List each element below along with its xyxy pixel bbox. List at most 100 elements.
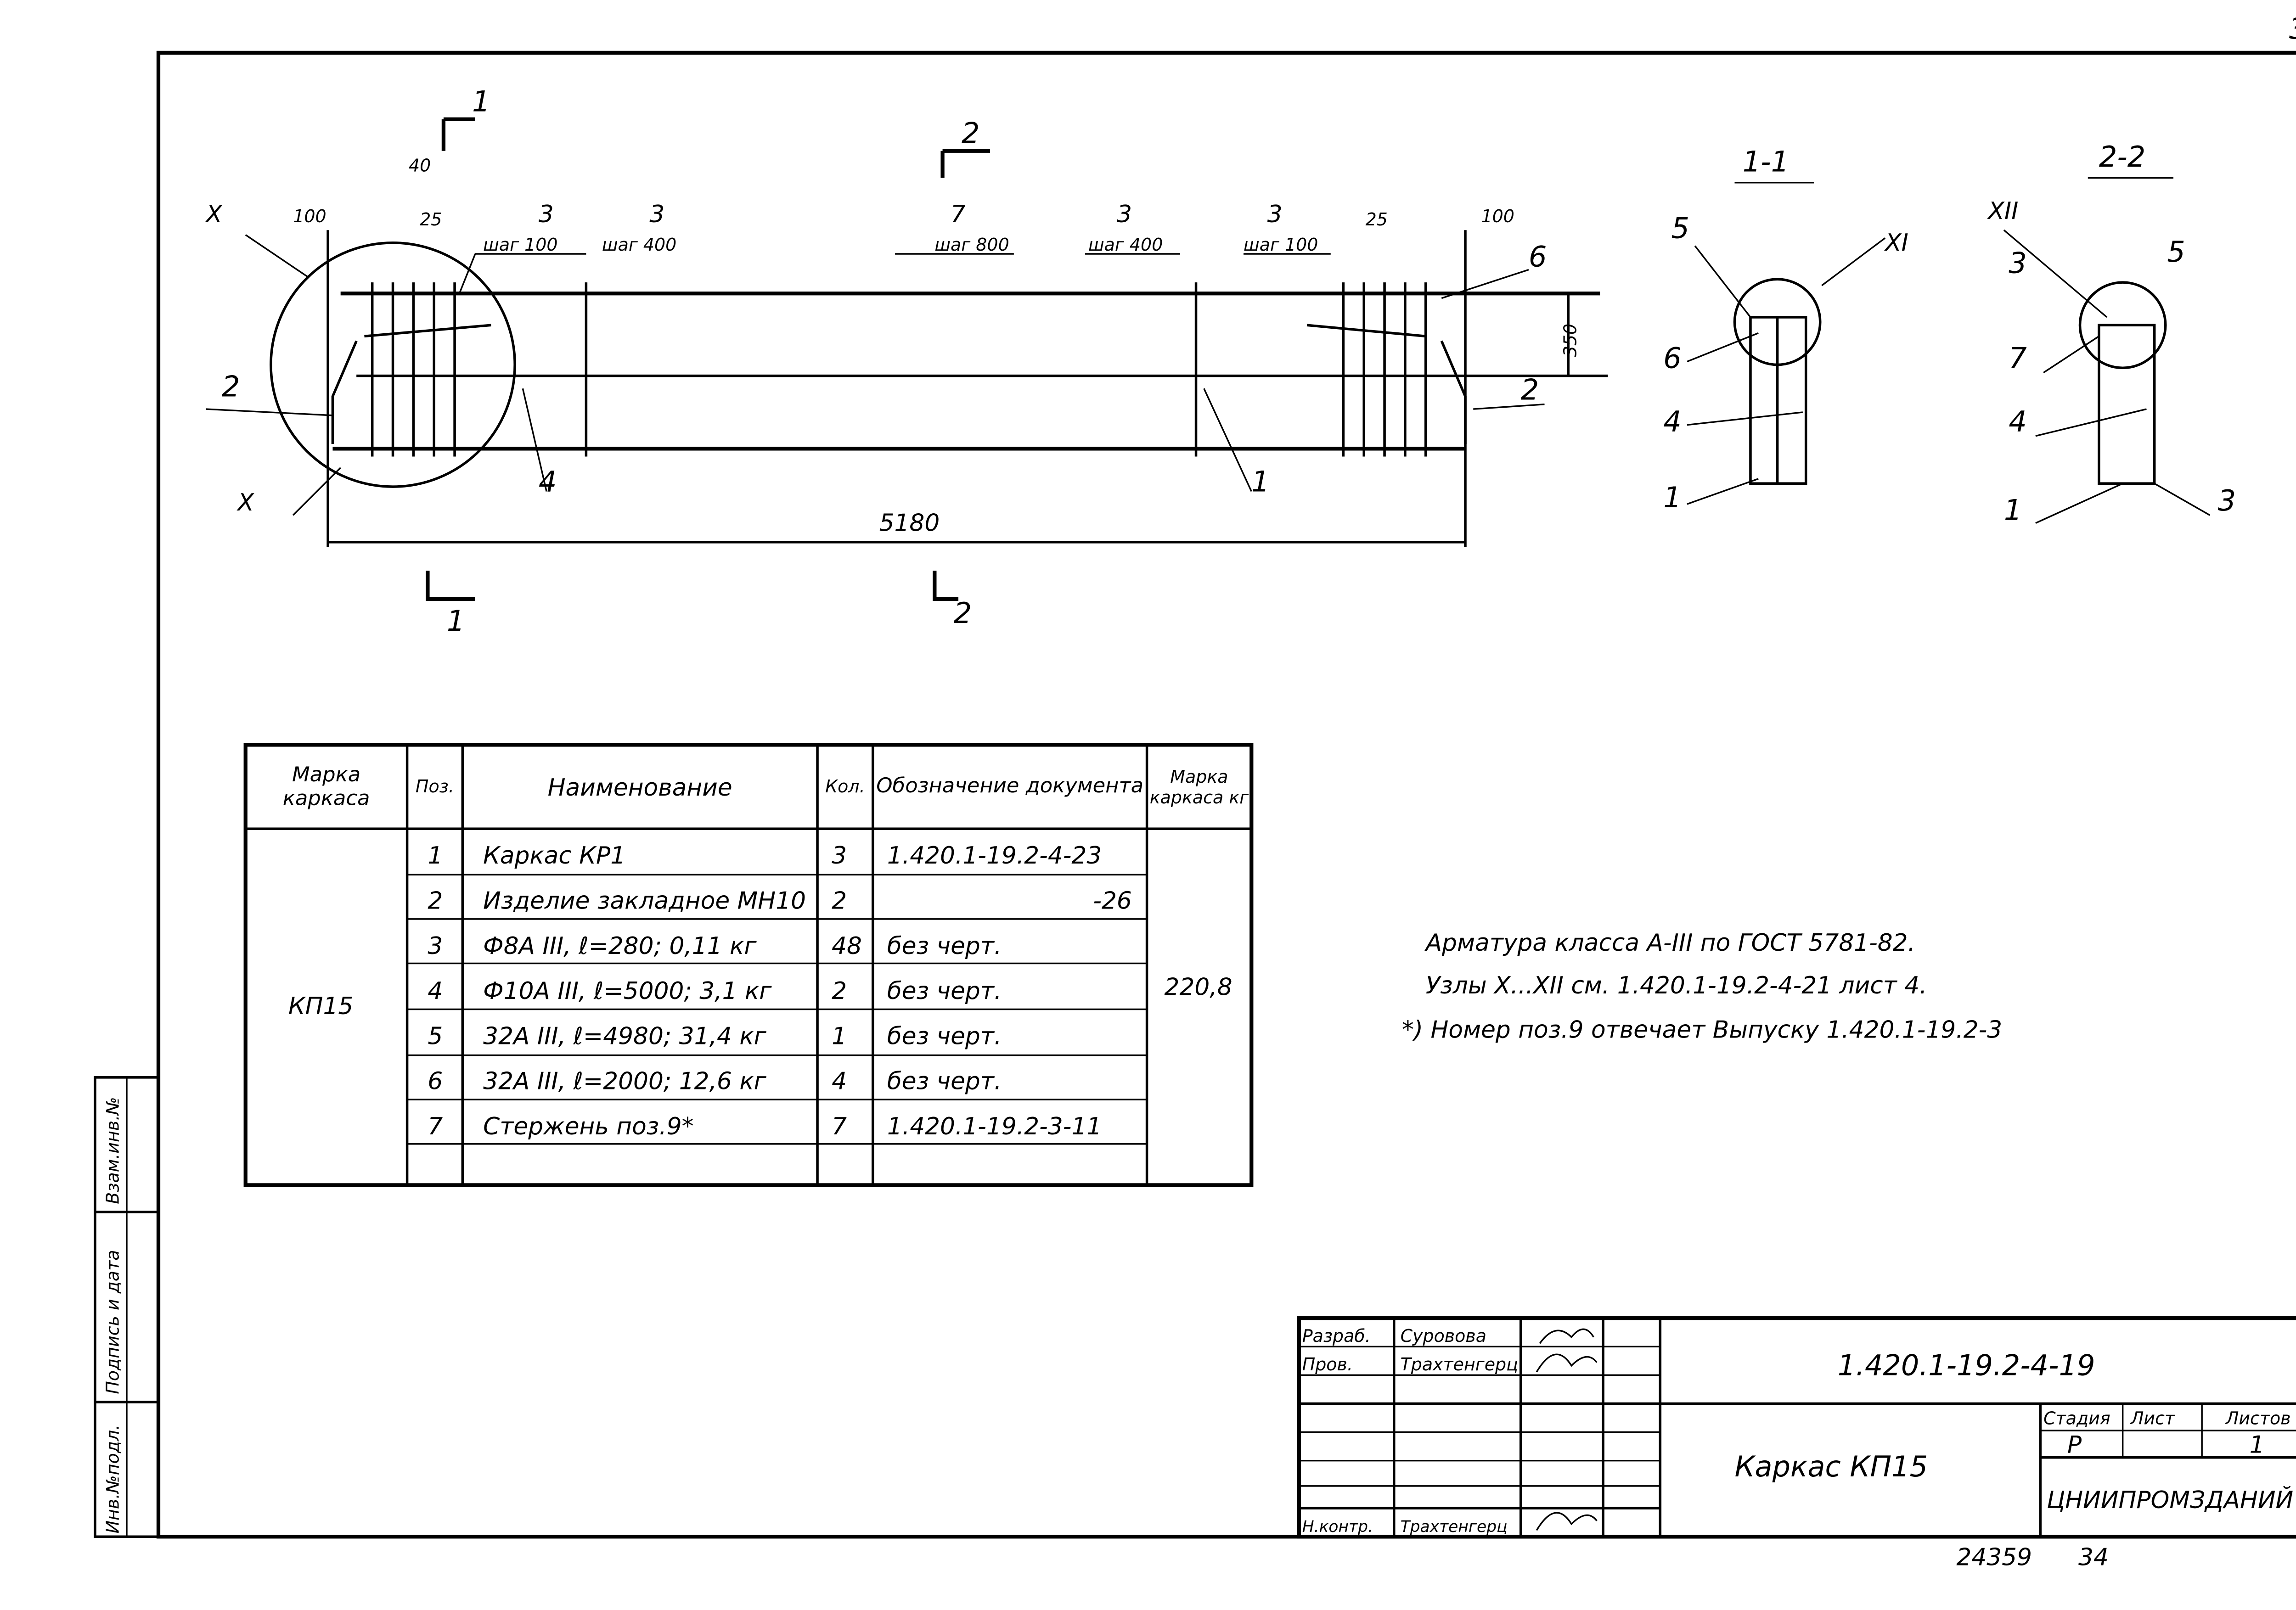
callout-pos: 3	[649, 201, 664, 228]
node-label: XI	[1884, 229, 1908, 257]
note-1: Арматура класса А-III по ГОСТ 5781-82.	[1424, 929, 1915, 957]
section-mark-2-bottom: 2	[954, 596, 972, 630]
row-doc: без черт.	[887, 1068, 1002, 1095]
header-pos: Поз.	[415, 776, 454, 797]
header-mark: Марка каркаса	[282, 763, 370, 811]
label: 4	[2009, 404, 2027, 438]
row-doc: без черт.	[887, 977, 1002, 1005]
name-developer: Суровова	[1401, 1326, 1486, 1346]
callout-pos: 7	[951, 201, 966, 228]
footer-num: 34	[2078, 1543, 2109, 1571]
row-name: Стержень поз.9*	[483, 1113, 693, 1140]
row-pos: 5	[428, 1022, 443, 1050]
dim-100-right: 100	[1481, 206, 1514, 226]
note-2: Узлы X...XII см. 1.420.1-19.2-4-21 лист …	[1426, 972, 1927, 999]
row-name: Ф8А III, ℓ=280; 0,11 кг	[483, 932, 757, 960]
row-doc: без черт.	[887, 932, 1002, 960]
stamp-podpis: Подпись и дата	[103, 1250, 123, 1394]
role-developer: Разраб.	[1302, 1326, 1371, 1346]
row-doc: 1.420.1-19.2-3-11	[887, 1113, 1102, 1140]
label: 6	[1663, 341, 1681, 375]
row-qty: 2	[832, 977, 847, 1005]
row-pos: 6	[428, 1068, 443, 1095]
callout-note: шаг 100	[483, 235, 557, 255]
section-mark-2-top: 2	[962, 117, 980, 150]
row-qty: 1	[832, 1022, 847, 1050]
node-label-top: X	[204, 201, 223, 228]
drawing-title: Каркас КП15	[1734, 1450, 1928, 1483]
role-checker: Пров.	[1302, 1354, 1353, 1374]
table-rows: 1 Каркас КР1 3 1.420.1-19.2-4-23 2 Изделие за…	[428, 842, 1131, 1140]
header-doc: Обозначение документа	[876, 774, 1144, 799]
row-doc: без черт.	[887, 1022, 1002, 1050]
node-label: XII	[1986, 197, 2018, 225]
side-stamp: Инв.№подл. Подпись и дата Взам.инв.№	[94, 1076, 160, 1538]
stamp-inv-podl: Инв.№подл.	[103, 1425, 123, 1534]
frame-elevation: 40 100 25 25 100 5180 350 3 шаг 100 3 ша…	[204, 85, 1608, 638]
label-pos6: 6	[1529, 240, 1547, 274]
section-mark-1-bottom: 1	[447, 604, 465, 638]
label: 7	[2009, 341, 2027, 375]
label: 3	[2218, 484, 2236, 517]
drawing-frame	[156, 50, 2296, 1539]
dim-100-left: 100	[293, 206, 326, 226]
notes: Арматура класса А-III по ГОСТ 5781-82. У…	[1402, 929, 2002, 1044]
row-name: Изделие закладное МН10	[483, 887, 806, 914]
row-qty: 7	[832, 1113, 847, 1140]
section-mark-1-top: 1	[472, 85, 490, 118]
label: 1	[2004, 494, 2022, 527]
callout-note: шаг 100	[1244, 235, 1318, 255]
label-pos1: 1	[1251, 465, 1270, 498]
spec-table: Марка каркаса Поз. Наименование Кол. Обо…	[243, 743, 1254, 1187]
row-pos: 2	[428, 887, 443, 914]
title-block: Разраб. Суровова Пров. Трахтенгерц Н.кон…	[1297, 1316, 2296, 1539]
header-mass: Марка каркаса кг	[1149, 766, 1249, 808]
callout-note: шаг 400	[1088, 235, 1163, 255]
dim-40: 40	[409, 156, 431, 176]
section-2-2: 2-2 XII 3 5 7 4 1 3	[1986, 140, 2236, 527]
row-name: 32А III, ℓ=4980; 31,4 кг	[483, 1022, 766, 1050]
frame-mark: КП15	[288, 993, 353, 1020]
header-qty: Кол.	[825, 776, 865, 797]
label: 5	[1671, 211, 1689, 245]
row-pos: 1	[428, 842, 443, 870]
stage-value: Р	[2067, 1431, 2082, 1459]
row-name: Ф10А III, ℓ=5000; 3,1 кг	[483, 977, 772, 1005]
row-qty: 3	[832, 842, 847, 870]
callout-pos: 3	[539, 201, 554, 228]
stage-label: Стадия	[2043, 1408, 2110, 1428]
organization: ЦНИИПРОМЗДАНИЙ	[2047, 1486, 2293, 1514]
row-name: 32А III, ℓ=2000; 12,6 кг	[483, 1068, 766, 1095]
label: 3	[2009, 246, 2027, 280]
callout-note: шаг 800	[934, 235, 1009, 255]
row-qty: 4	[832, 1068, 847, 1095]
dim-length: 5180	[879, 510, 940, 537]
row-qty: 2	[832, 887, 847, 914]
name-norm-control: Трахтенгерц	[1401, 1518, 1508, 1536]
section-title: 1-1	[1743, 145, 1789, 179]
row-pos: 7	[428, 1113, 443, 1140]
sheets-label: Листов	[2225, 1408, 2291, 1428]
row-doc: 1.420.1-19.2-4-23	[887, 842, 1102, 870]
callout-note: шаг 400	[602, 235, 676, 255]
callout-pos: 3	[1117, 201, 1132, 228]
section-title: 2-2	[2099, 140, 2145, 174]
row-name: Каркас КР1	[483, 842, 625, 870]
sheets-value: 1	[2250, 1431, 2265, 1459]
node-label-bottom: X	[236, 489, 254, 516]
node-x-circle	[270, 241, 516, 488]
label-pos2-left: 2	[222, 370, 240, 403]
name-checker: Трахтенгерц	[1401, 1354, 1518, 1374]
document-code: 1.420.1-19.2-4-19	[1838, 1348, 2095, 1382]
label: 4	[1663, 404, 1681, 438]
note-3: *) Номер поз.9 отвечает Выпуску 1.420.1-…	[1402, 1016, 2002, 1044]
label-pos4: 4	[539, 465, 557, 498]
row-qty: 48	[832, 932, 862, 960]
row-doc: -26	[1093, 887, 1132, 914]
signature	[1536, 1328, 1598, 1531]
header-name: Наименование	[547, 772, 732, 801]
label: 1	[1663, 481, 1681, 514]
dim-25-left: 25	[420, 209, 442, 230]
sheet-label: Лист	[2130, 1408, 2175, 1428]
